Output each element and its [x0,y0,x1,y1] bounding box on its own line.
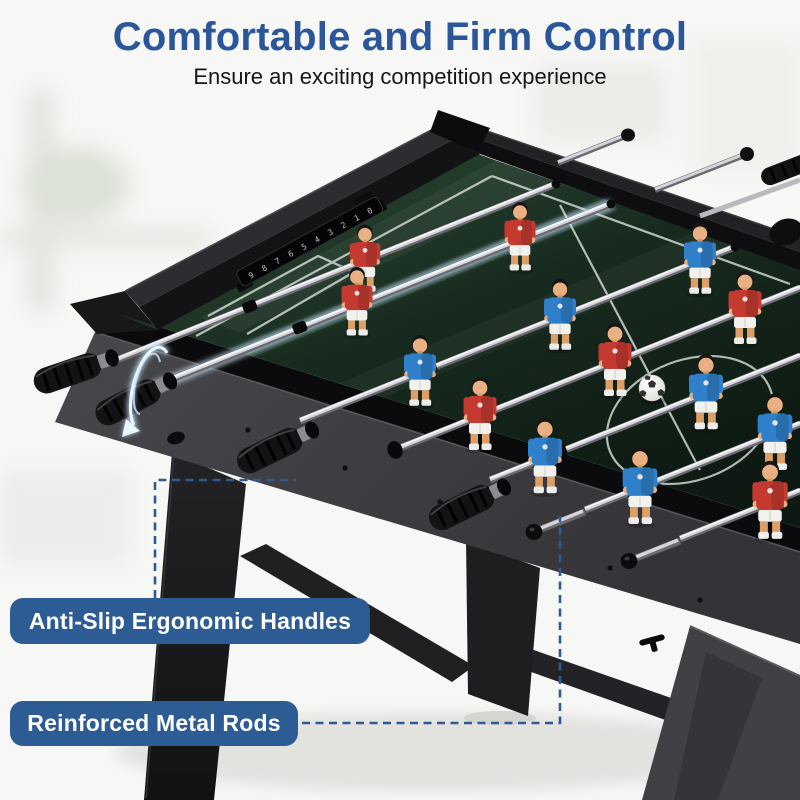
cabinet-end-panel [70,291,158,334]
far-side-rod-ends [556,128,800,246]
panel-knob [167,431,185,445]
callout-label: Reinforced Metal Rods [27,710,281,736]
player-rod [298,243,737,425]
callout-anti-slip-handles: Anti-Slip Ergonomic Handles [10,598,370,644]
callout-label: Anti-Slip Ergonomic Handles [28,607,352,634]
center-line [559,204,701,471]
header: Comfortable and Firm Control Ensure an e… [0,16,800,90]
table-leg [466,540,540,716]
far-handle-grip [761,154,800,186]
rotation-arrow-glow [122,344,170,437]
t-clamp-knob [639,634,665,652]
window-plant-blur [20,147,130,223]
center-circle [605,354,775,486]
leg-cross-brace [520,648,694,726]
goal-box-lines [207,254,357,335]
page-title: Comfortable and Firm Control [112,15,688,59]
far-handle-knob [769,218,800,246]
corner-block [430,110,490,152]
callout-reinforced-rods: Reinforced Metal Rods [10,701,298,746]
soccer-ball [638,374,666,405]
player-rod [110,180,558,366]
page-subtitle: Ensure an exciting competition experienc… [193,64,607,89]
player-rod-highlighted [168,200,613,384]
near-side-handles [28,342,680,569]
